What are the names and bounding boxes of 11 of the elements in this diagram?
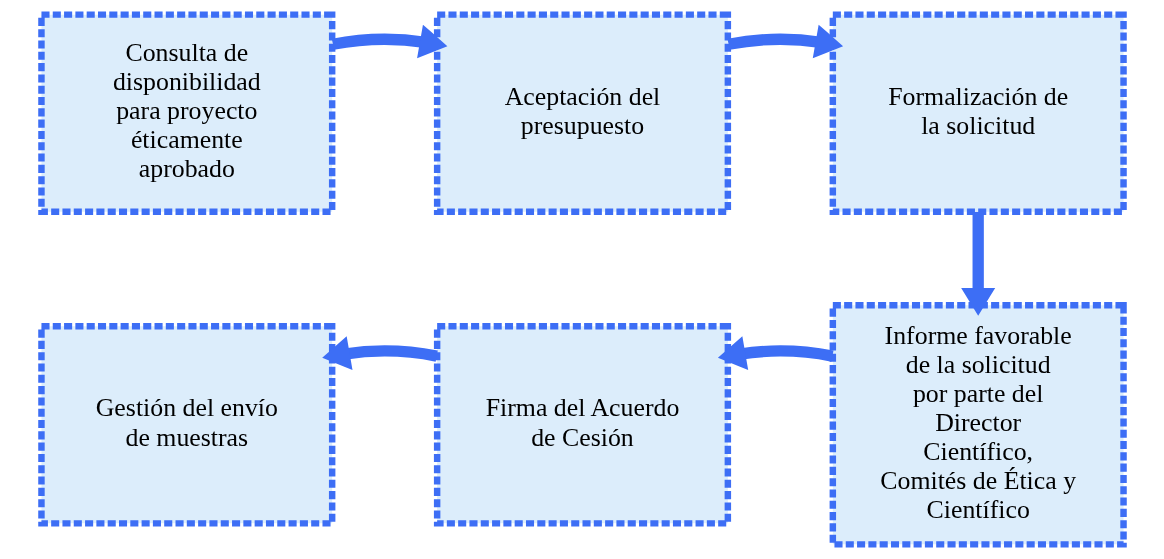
arrow (727, 24, 843, 59)
arrow (960, 211, 995, 316)
arrow (331, 24, 447, 59)
node-box: Consulta de disponibilidad para proyecto éticamente aprobado (37, 11, 335, 215)
arrow (321, 336, 438, 370)
node-box: Informe favorable de la solicitud por parte del Director Científico, Comités de Ética y Científico (829, 302, 1127, 548)
node-box: Formalización de la solicitud (829, 11, 1127, 215)
node-box: Firma del Acuerdo de Cesión (433, 323, 731, 527)
arrow (717, 336, 833, 370)
node-box: Gestión del envío de muestras (37, 323, 335, 527)
node-box: Aceptación del presupuesto (433, 11, 731, 215)
